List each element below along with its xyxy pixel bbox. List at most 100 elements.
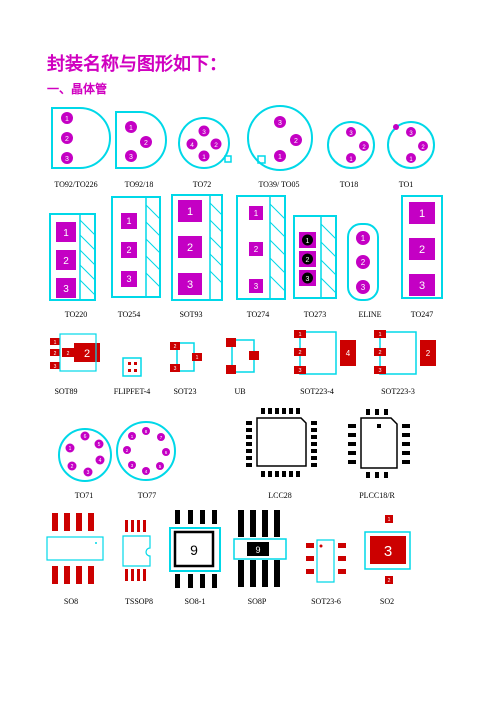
svg-text:1: 1 — [187, 206, 193, 218]
svg-text:3: 3 — [126, 274, 131, 284]
svg-text:1: 1 — [306, 238, 310, 245]
label-sot89: SOT89 — [54, 387, 78, 396]
to273-footprint: 1 2 3 — [293, 215, 337, 299]
so2-footprint: 1 3 2 — [364, 515, 411, 584]
svg-text:2: 2 — [126, 245, 131, 255]
svg-text:2: 2 — [67, 351, 70, 357]
svg-text:2: 2 — [187, 242, 193, 254]
label-to220: TO220 — [64, 310, 88, 319]
to71-footprint: 6 5 4 3 2 1 — [58, 428, 112, 482]
so8p-footprint: 9 — [233, 510, 287, 587]
svg-text:5: 5 — [98, 442, 101, 448]
label-sot223-3: SOT223-3 — [381, 387, 415, 396]
svg-text:9: 9 — [255, 545, 260, 555]
svg-text:3: 3 — [419, 280, 425, 292]
label-to274: TO274 — [246, 310, 270, 319]
svg-text:3: 3 — [409, 131, 413, 137]
svg-text:2: 2 — [84, 348, 90, 360]
label-to92-18: TO92/18 — [124, 180, 154, 189]
svg-text:3: 3 — [202, 129, 206, 136]
svg-text:1: 1 — [63, 228, 69, 239]
to39-footprint: 3 2 1 — [247, 105, 313, 171]
label-sot223-4: SOT223-4 — [300, 387, 334, 396]
svg-text:2: 2 — [378, 350, 381, 356]
svg-text:3: 3 — [131, 463, 134, 468]
svg-text:1: 1 — [196, 355, 199, 361]
svg-text:3: 3 — [306, 276, 310, 283]
svg-text:2: 2 — [174, 344, 177, 350]
svg-text:4: 4 — [145, 469, 148, 474]
svg-text:2: 2 — [362, 145, 366, 151]
sot23-footprint: 2 3 1 — [170, 342, 202, 372]
svg-text:2: 2 — [426, 349, 431, 358]
svg-text:3: 3 — [54, 364, 57, 370]
svg-text:1: 1 — [54, 340, 57, 346]
svg-text:2: 2 — [361, 258, 366, 267]
label-ub: UB — [234, 387, 246, 396]
to92-18-footprint: 1 2 3 — [115, 111, 167, 169]
svg-text:4: 4 — [346, 349, 351, 358]
svg-text:3: 3 — [65, 156, 69, 163]
svg-text:1: 1 — [131, 434, 134, 439]
svg-text:3: 3 — [278, 120, 282, 127]
label-so8p: SO8P — [247, 597, 267, 606]
label-to247: TO247 — [410, 310, 434, 319]
label-to39-to05: TO39/ TO05 — [258, 180, 300, 189]
sot23-6-footprint — [306, 539, 346, 583]
section-title: 一、晶体管 — [47, 82, 108, 96]
label-lcc28: LCC28 — [268, 491, 292, 500]
to254-footprint: 1 2 3 — [111, 196, 161, 298]
ub-footprint — [226, 338, 259, 374]
svg-text:3: 3 — [298, 368, 301, 374]
svg-text:5: 5 — [159, 464, 162, 469]
svg-text:3: 3 — [63, 284, 69, 295]
svg-text:1: 1 — [278, 154, 282, 161]
to220-footprint: 1 2 3 — [49, 213, 96, 301]
label-sot23: SOT23 — [173, 387, 197, 396]
label-sot93: SOT93 — [179, 310, 203, 319]
svg-text:2: 2 — [306, 257, 310, 264]
svg-text:1: 1 — [349, 157, 353, 163]
to92-footprint: 1 2 3 — [51, 107, 111, 169]
label-to18: TO18 — [339, 180, 359, 189]
svg-text:1: 1 — [409, 157, 413, 163]
svg-text:8: 8 — [145, 429, 148, 434]
label-tssop8: TSSOP8 — [124, 597, 154, 606]
svg-text:1: 1 — [254, 209, 259, 218]
sot93-footprint: 1 2 3 — [171, 194, 223, 301]
svg-text:1: 1 — [361, 234, 366, 243]
svg-text:4: 4 — [190, 142, 194, 149]
so8-1-footprint: 9 — [169, 510, 221, 588]
svg-text:3: 3 — [361, 283, 366, 292]
svg-text:2: 2 — [298, 350, 301, 356]
label-eline: ELINE — [358, 310, 382, 319]
svg-text:9: 9 — [190, 542, 198, 558]
so8-footprint — [46, 513, 104, 584]
svg-text:1: 1 — [69, 446, 72, 452]
svg-text:1: 1 — [298, 332, 301, 338]
to18-footprint: 3 2 1 — [327, 121, 375, 169]
svg-text:2: 2 — [144, 140, 148, 147]
svg-text:1: 1 — [129, 125, 133, 132]
lcc28-footprint — [246, 408, 317, 477]
svg-text:3: 3 — [384, 543, 392, 560]
svg-text:3: 3 — [349, 131, 353, 137]
svg-text:3: 3 — [129, 154, 133, 161]
label-flipfet-4: FLIPFET-4 — [113, 387, 151, 396]
svg-text:1: 1 — [419, 208, 425, 220]
to72-footprint: 3 4 2 1 — [178, 117, 232, 169]
plcc18-footprint — [348, 409, 410, 478]
svg-text:1: 1 — [378, 332, 381, 338]
label-to92-to226: TO92/TO226 — [54, 180, 98, 189]
eline-footprint: 1 2 3 — [347, 223, 379, 301]
svg-text:1: 1 — [126, 216, 131, 226]
sot89-footprint: 1 2 3 2 2 — [50, 333, 100, 372]
svg-text:2: 2 — [421, 145, 425, 151]
svg-text:1: 1 — [202, 154, 206, 161]
svg-text:1: 1 — [388, 517, 391, 523]
svg-text:3: 3 — [254, 282, 259, 291]
label-plcc18-r: PLCC18/R — [359, 491, 395, 500]
svg-text:3: 3 — [87, 470, 90, 476]
sot223-3-footprint: 1 2 3 2 — [374, 330, 436, 375]
